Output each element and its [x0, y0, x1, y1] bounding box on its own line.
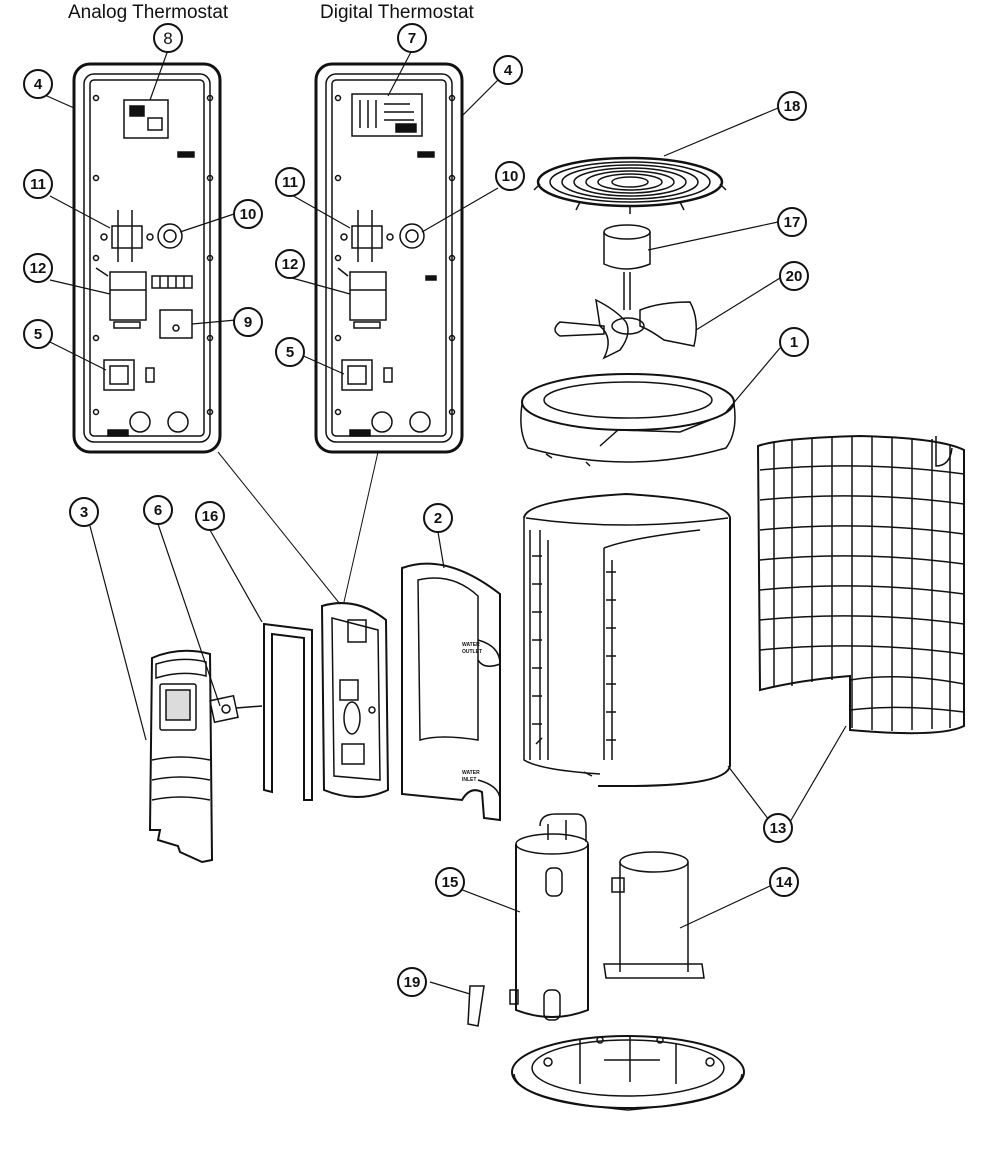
wire-grille: [756, 434, 965, 735]
switch-bracket: [209, 694, 263, 724]
analog-terminal-block: [151, 275, 193, 289]
analog-contactor: [100, 210, 154, 262]
callout-7: 7: [397, 23, 427, 53]
callout-1: 1: [779, 327, 809, 357]
callout-8: 8: [153, 23, 183, 53]
digital-contactor: [340, 210, 394, 262]
analog-thermostat-board: [123, 99, 169, 139]
water-inlet-stamp-1: WATER: [462, 770, 480, 776]
drain-fitting: [467, 985, 485, 1027]
callout-14: 14: [769, 867, 799, 897]
digital-pressure-switch: [399, 223, 425, 249]
callout-2: 2: [423, 503, 453, 533]
side-panel: WATER OUTLET WATER INLET: [401, 562, 501, 822]
callout-18: 18: [777, 91, 807, 121]
callout-20: 20: [779, 261, 809, 291]
callout-19: 19: [397, 967, 427, 997]
door-gasket: [263, 622, 313, 801]
callout-4-analog: 4: [23, 69, 53, 99]
callout-15: 15: [435, 867, 465, 897]
callout-10-digital: 10: [495, 161, 525, 191]
callout-9: 9: [233, 307, 263, 337]
digital-relay: [341, 359, 393, 391]
analog-thermostat-title: Analog Thermostat: [68, 2, 229, 23]
callout-11-analog: 11: [23, 169, 53, 199]
callout-13: 13: [763, 813, 793, 843]
callout-12-digital: 12: [275, 249, 305, 279]
analog-pressure-switch: [157, 223, 183, 249]
fan-motor: [603, 224, 651, 310]
front-access-panel: [148, 649, 214, 864]
digital-transformer: [337, 267, 387, 329]
callout-5-analog: 5: [23, 319, 53, 349]
fan-blade: [554, 298, 697, 360]
evaporator-coil: [523, 492, 731, 787]
callout-4-digital: 4: [493, 55, 523, 85]
fan-guard: [533, 156, 727, 214]
callout-12-analog: 12: [23, 253, 53, 283]
callout-16: 16: [195, 501, 225, 531]
analog-relay: [103, 359, 155, 391]
water-outlet-stamp-1: WATER: [462, 642, 480, 648]
analog-control-panel: [72, 62, 222, 454]
callout-17: 17: [777, 207, 807, 237]
digital-control-panel: [314, 62, 464, 454]
callout-3: 3: [69, 497, 99, 527]
water-outlet-stamp-2: OUTLET: [462, 649, 482, 655]
callout-6: 6: [143, 495, 173, 525]
top-cover: [520, 373, 736, 467]
analog-transformer: [95, 267, 147, 329]
base-pan: [511, 1035, 745, 1111]
control-box-assembly: [320, 602, 390, 798]
digital-control-board: [351, 93, 423, 137]
digital-thermostat-title: Digital Thermostat: [320, 2, 474, 23]
heat-exchanger: [509, 813, 589, 1021]
callout-11-digital: 11: [275, 167, 305, 197]
water-inlet-stamp-2: INLET: [462, 777, 476, 783]
analog-thermostat-control: [159, 309, 193, 339]
callout-10-analog: 10: [233, 199, 263, 229]
compressor: [603, 851, 705, 979]
callout-5-digital: 5: [275, 337, 305, 367]
